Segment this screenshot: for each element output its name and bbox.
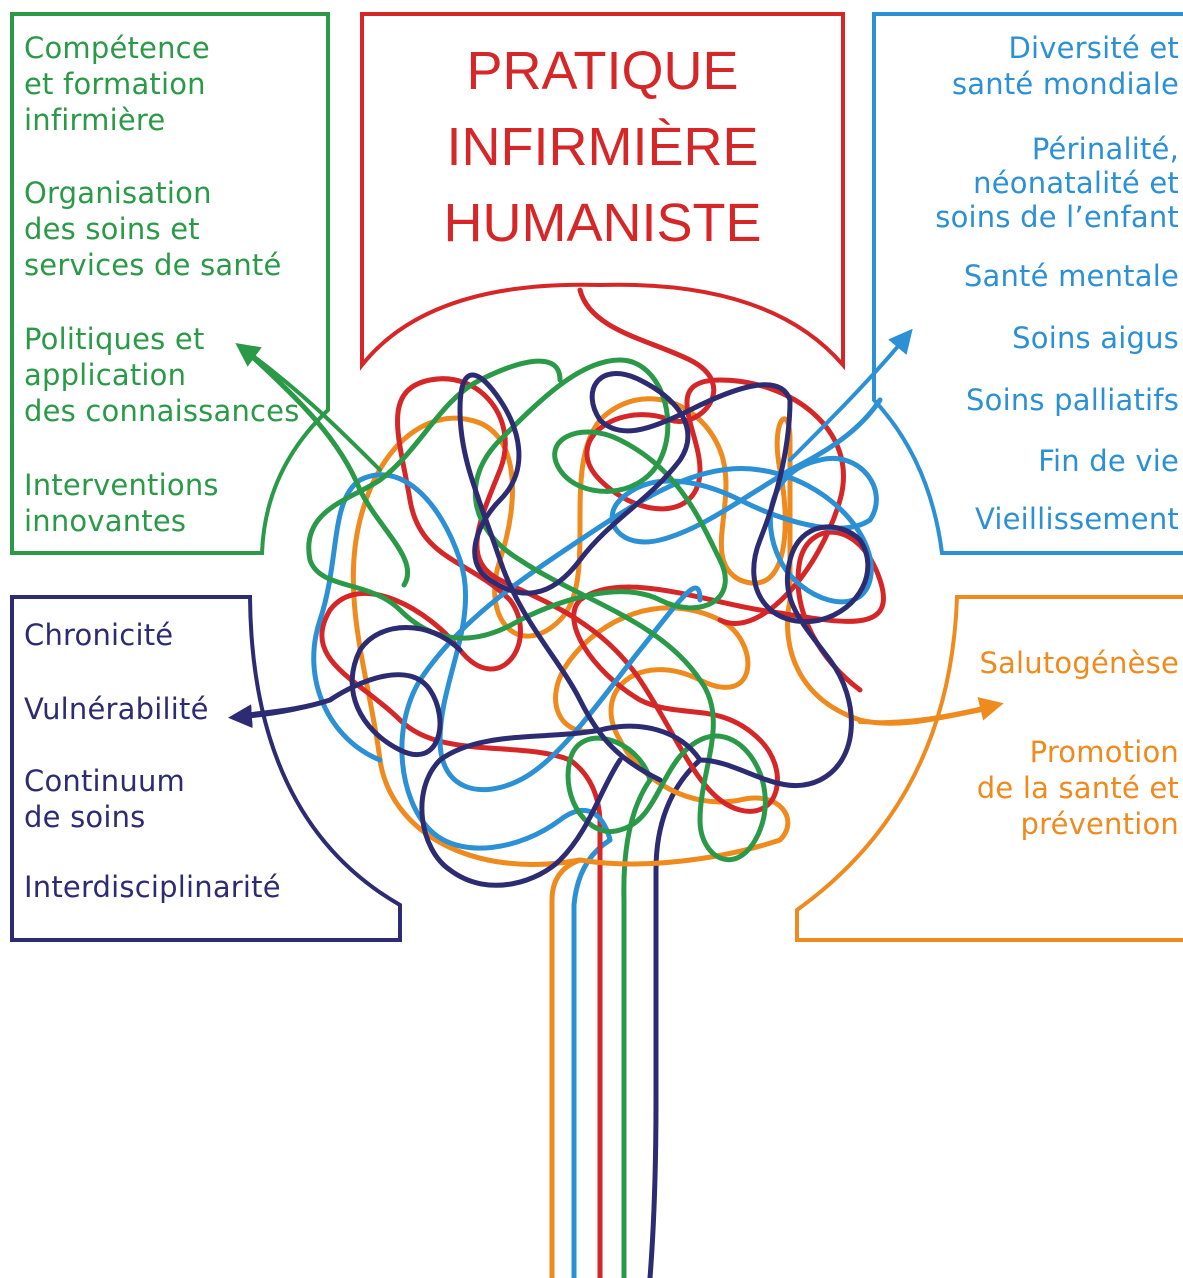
left-top-item: des soins et	[24, 212, 200, 246]
arrow-orange	[858, 697, 1004, 725]
left-top-item: des connaissances	[24, 394, 300, 428]
right-top-item: néonatalité et	[973, 166, 1179, 200]
right-bottom-item: de la santé et	[976, 771, 1179, 805]
right-top-panel	[872, 12, 1183, 555]
left-bottom-item: Continuum	[24, 764, 185, 798]
left-bottom-panel	[10, 595, 402, 942]
right-bottom-item: prévention	[1020, 807, 1179, 841]
title-line-1: PRATIQUE	[466, 41, 739, 101]
trunk-blue	[571, 837, 613, 1278]
trunk-green	[621, 777, 653, 1278]
right-bottom-item: Promotion	[1029, 735, 1179, 769]
right-bottom-item: Salutogénèse	[979, 646, 1179, 680]
left-bottom-item: Vulnérabilité	[24, 692, 209, 726]
left-bottom-item: Chronicité	[24, 618, 174, 652]
crown-red	[319, 287, 886, 814]
left-top-item: et formation	[24, 67, 206, 101]
title-panel	[360, 12, 845, 371]
right-bottom-panel	[795, 595, 1183, 942]
left-bottom-item: de soins	[24, 800, 146, 834]
right-top-item: Santé mentale	[963, 259, 1179, 293]
left-top-item: services de santé	[24, 248, 282, 282]
right-top-item: Fin de vie	[1038, 444, 1179, 478]
right-top-item: Périnalité,	[1031, 132, 1179, 166]
right-top-item: soins de l’enfant	[935, 200, 1179, 234]
arrow-navy	[228, 698, 332, 729]
trunk-navy	[647, 757, 703, 1278]
crown-blue	[311, 397, 883, 851]
left-top-item: innovantes	[24, 504, 187, 538]
right-top-item: santé mondiale	[952, 67, 1179, 101]
left-bottom-item: Interdisciplinarité	[24, 870, 281, 904]
left-top-panel	[10, 12, 330, 555]
title-line-3: HUMANISTE	[443, 193, 762, 253]
left-top-item: infirmière	[24, 103, 166, 137]
right-top-item: Soins palliatifs	[966, 383, 1179, 417]
title-line-2: INFIRMIÈRE	[446, 117, 759, 177]
left-top-item: Organisation	[24, 176, 212, 210]
right-top-item: Vieillissement	[974, 502, 1179, 536]
left-top-item: application	[24, 358, 187, 392]
right-top-item: Diversité et	[1008, 31, 1179, 65]
left-top-item: Interventions	[24, 468, 219, 502]
arrow-blue	[788, 328, 913, 462]
right-top-item: Soins aigus	[1012, 321, 1179, 355]
left-top-item: Politiques et	[24, 322, 205, 356]
arrow-green	[235, 342, 382, 472]
left-top-item: Compétence	[24, 31, 210, 65]
